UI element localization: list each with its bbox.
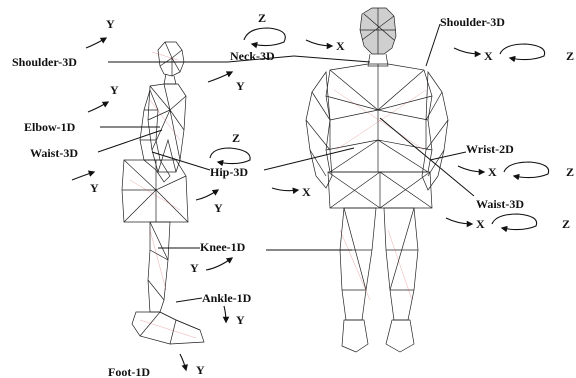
arrow-y-neck bbox=[208, 72, 232, 82]
arrow-y-waist-left bbox=[72, 172, 94, 180]
rotation-z-shoulder-right bbox=[500, 44, 545, 60]
axis-indicators: Y Z X Y X Z Y Y Z X Y X Z X bbox=[72, 11, 574, 377]
axis-z-neck: Z bbox=[258, 11, 266, 25]
rotation-z-waist-right bbox=[492, 214, 537, 230]
leader-shoulder-right bbox=[426, 24, 440, 66]
label-hip: Hip-3D bbox=[210, 165, 248, 179]
rotation-z-hip bbox=[210, 148, 250, 164]
arrow-y-foot bbox=[180, 354, 186, 370]
axis-z-wrist: Z bbox=[566, 165, 574, 179]
axis-y-hip: Y bbox=[214, 201, 223, 215]
arrow-y-ankle bbox=[224, 306, 226, 322]
label-waist-right: Waist-3D bbox=[476, 197, 524, 211]
axis-y-elbow: Y bbox=[110, 83, 119, 97]
label-knee: Knee-1D bbox=[200, 240, 246, 254]
label-waist-left: Waist-3D bbox=[30, 146, 78, 160]
leader-hip-front bbox=[264, 148, 354, 170]
arrow-y-elbow bbox=[88, 102, 108, 112]
axis-x-wrist: X bbox=[488, 165, 497, 179]
arrow-x-neck bbox=[306, 40, 332, 46]
axis-y-ankle: Y bbox=[236, 313, 245, 327]
axis-x-neck: X bbox=[336, 39, 345, 53]
label-wrist: Wrist-2D bbox=[466, 142, 514, 156]
leader-lines bbox=[98, 24, 474, 302]
label-foot: Foot-1D bbox=[108, 365, 150, 378]
side-view-figure bbox=[122, 42, 204, 344]
arrow-y-shoulder-left bbox=[86, 38, 106, 48]
label-neck: Neck-3D bbox=[230, 49, 275, 63]
axis-x-hip: X bbox=[302, 185, 311, 199]
axis-y-shoulder-left: Y bbox=[106, 17, 115, 31]
leader-waist-right bbox=[380, 118, 474, 196]
arrow-x-wrist bbox=[458, 166, 484, 172]
arrow-x-hip bbox=[272, 188, 298, 191]
axis-z-shoulder-right: Z bbox=[566, 49, 574, 63]
front-view-figure bbox=[306, 8, 448, 352]
leader-wrist bbox=[430, 152, 466, 160]
label-ankle: Ankle-1D bbox=[202, 291, 252, 305]
axis-y-neck: Y bbox=[236, 79, 245, 93]
joint-labels: Shoulder-3D Neck-3D Shoulder-3D Elbow-1D… bbox=[12, 15, 524, 378]
rotation-z-neck bbox=[244, 28, 285, 46]
axis-y-knee: Y bbox=[190, 261, 199, 275]
axis-z-hip: Z bbox=[232, 131, 240, 145]
label-elbow: Elbow-1D bbox=[24, 120, 76, 134]
label-shoulder-right: Shoulder-3D bbox=[440, 15, 505, 29]
leader-neck-front bbox=[294, 56, 370, 62]
arrow-x-shoulder-right bbox=[454, 48, 480, 54]
label-shoulder-left: Shoulder-3D bbox=[12, 55, 77, 69]
rotation-z-wrist bbox=[504, 162, 549, 178]
axis-z-waist-right: Z bbox=[562, 217, 570, 231]
arrow-y-hip bbox=[196, 190, 218, 200]
leader-ankle bbox=[176, 298, 202, 302]
arrow-x-waist-right bbox=[446, 218, 472, 224]
axis-y-foot: Y bbox=[196, 363, 205, 377]
axis-x-shoulder-right: X bbox=[484, 49, 493, 63]
arrow-y-knee bbox=[206, 258, 232, 270]
axis-x-waist-right: X bbox=[476, 217, 485, 231]
axis-y-waist-left: Y bbox=[90, 181, 99, 195]
